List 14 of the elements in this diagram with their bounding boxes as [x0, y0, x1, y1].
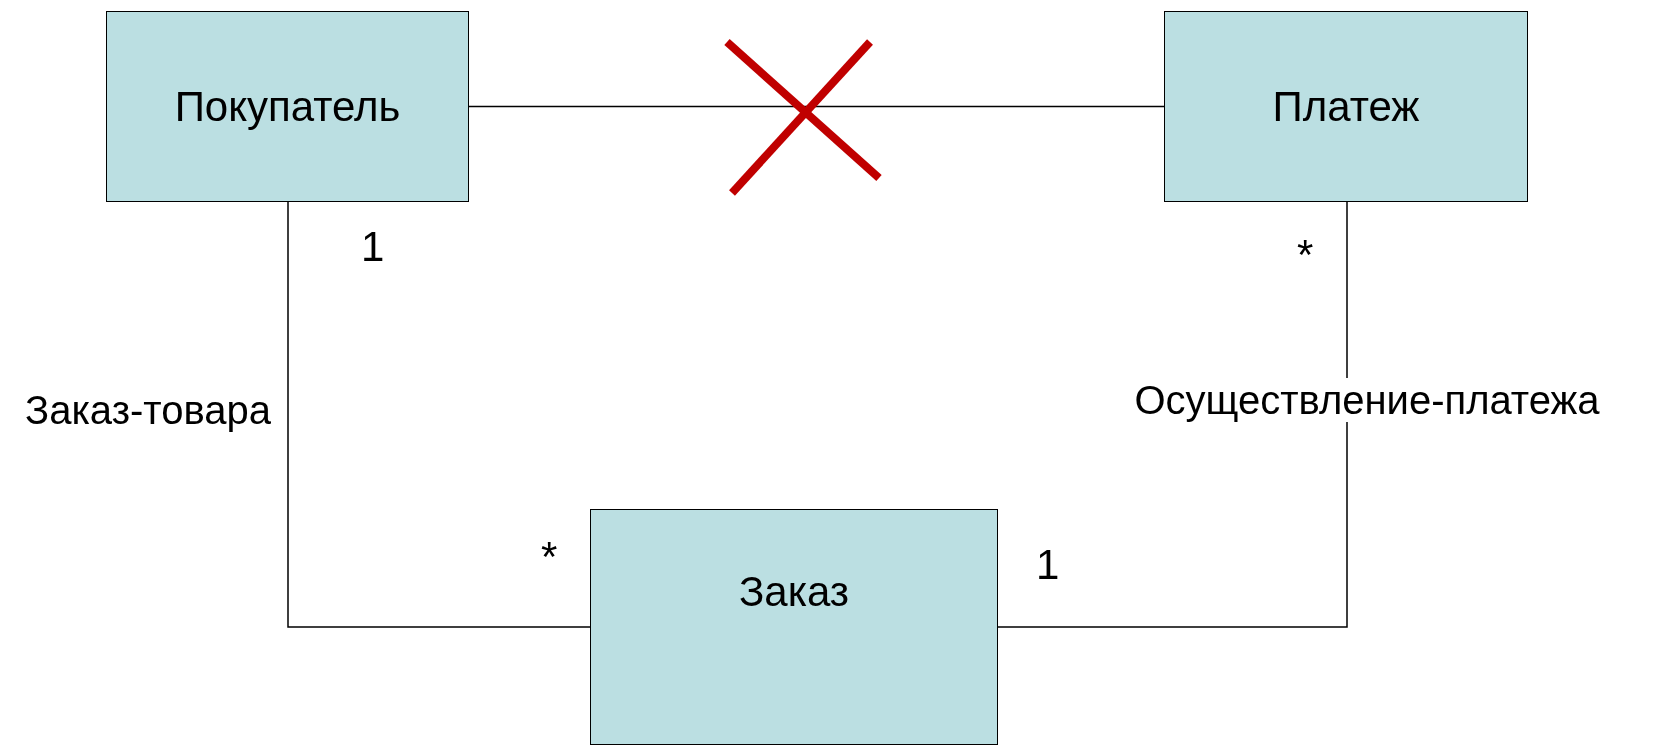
class-box	[1164, 11, 1528, 202]
class-name: Платеж	[1272, 82, 1420, 131]
multiplicity-label: 1	[361, 226, 385, 268]
class-name: Заказ	[738, 568, 850, 616]
class-box	[106, 11, 469, 202]
multiplicity-label: *	[541, 536, 558, 578]
multiplicity-label: 1	[1036, 544, 1060, 586]
association-line	[287, 201, 591, 628]
class-box	[590, 509, 998, 745]
association-line	[997, 201, 1348, 628]
edge-label: Осуществление-платежа	[1134, 378, 1600, 422]
association-line	[468, 105, 1165, 108]
class-name: Покупатель	[174, 82, 401, 131]
multiplicity-label: *	[1297, 234, 1314, 276]
